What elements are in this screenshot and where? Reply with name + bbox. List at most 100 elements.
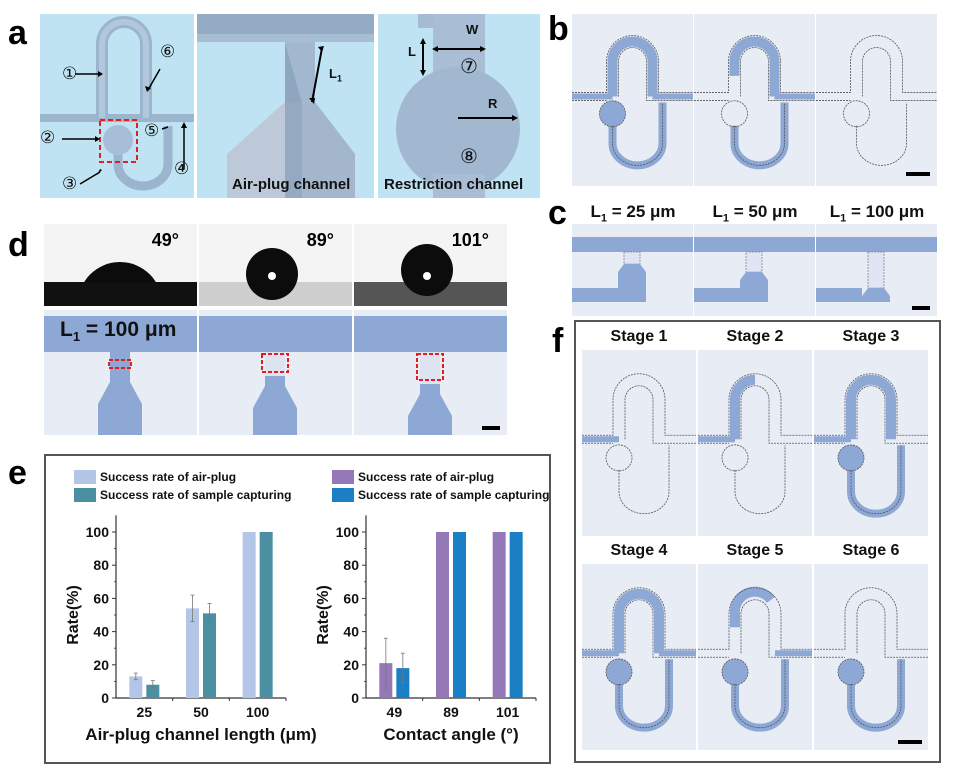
droplet-highlight	[268, 272, 276, 280]
y-axis-label: Rate(%)	[65, 585, 82, 645]
channel-outline	[618, 47, 693, 101]
channel-outline	[572, 35, 693, 93]
droplet-image-3: 101°	[354, 224, 507, 306]
bulb-outline	[721, 100, 748, 128]
air-plug-highlight	[416, 353, 444, 381]
chip-image-b-3	[816, 14, 937, 186]
x-tick-label: 25	[137, 704, 153, 720]
droplet-image-1: 49°	[44, 224, 197, 306]
label-3: ③	[62, 174, 78, 193]
channel-outline	[698, 587, 812, 650]
channel-outline	[740, 385, 812, 444]
lower-loop-outline	[612, 102, 663, 166]
channel-outline	[698, 373, 812, 436]
y-tick-label: 60	[93, 590, 109, 606]
bulb-fill	[606, 658, 632, 685]
liquid-fill	[614, 588, 664, 654]
channel-outline	[694, 35, 815, 93]
channel-image-2	[199, 310, 352, 435]
bar-air-plug-100	[242, 532, 256, 698]
channel-outline	[582, 373, 696, 436]
stage-title-1: Stage 1	[610, 328, 668, 345]
channel-outline	[624, 599, 696, 658]
channel-outline	[856, 385, 928, 444]
liquid-fill	[607, 36, 658, 97]
panel-label-c: c	[548, 194, 567, 232]
c-title-100: L1 = 100 μm	[829, 202, 925, 225]
x-tick-label: 49	[387, 704, 403, 720]
scale-bar	[482, 426, 500, 430]
bar-air-plug-50	[186, 608, 199, 698]
bulb-outline	[721, 658, 749, 686]
stage-title-5: Stage 5	[726, 542, 784, 559]
stage-image-1	[582, 350, 696, 536]
legend-swatch	[74, 488, 96, 502]
lower-loop-outline	[734, 659, 786, 729]
stage-image-6	[814, 564, 928, 750]
sample-chamber	[98, 372, 142, 435]
y-tick-label: 20	[93, 657, 109, 673]
panel-c-images	[572, 224, 938, 316]
y-tick-label: 40	[93, 624, 109, 640]
air-plug-channel-render: L1 Air-plug channel	[197, 14, 374, 198]
label-1: ①	[62, 64, 78, 83]
liquid-fill	[730, 374, 756, 440]
bulb-outline	[599, 100, 626, 128]
stage-title-4: Stage 4	[610, 542, 668, 559]
lower-loop-outline	[734, 445, 786, 515]
x-tick-label: 50	[193, 704, 209, 720]
bulb-outline	[837, 658, 865, 686]
contact-angle-channel-images	[44, 310, 507, 435]
air-plug-neck	[745, 251, 763, 273]
bulb-outline	[721, 444, 749, 472]
bulb-fill	[838, 444, 864, 471]
contact-angle-images: 49°89°101°	[44, 224, 507, 306]
scale-bar	[912, 306, 930, 310]
stage-title-3: Stage 3	[842, 328, 900, 345]
channel-outline	[740, 47, 815, 101]
x-tick-label: 89	[443, 704, 459, 720]
y-tick-label: 0	[351, 690, 359, 706]
main-channel	[44, 316, 197, 352]
label-5: ⑤	[144, 121, 160, 140]
label-4: ④	[174, 159, 190, 178]
bar-air-plug-101	[492, 532, 506, 698]
liquid-fill	[729, 586, 776, 628]
stage-image-4	[582, 564, 696, 750]
stage-title-6: Stage 6	[842, 542, 900, 559]
panel-label-d: d	[8, 226, 29, 264]
air-plug-neck	[867, 251, 885, 289]
bar-sample-50	[203, 613, 216, 698]
dim-l1-label: L1	[329, 66, 342, 84]
air-plug-neck	[623, 251, 641, 265]
lower-loop-outline	[856, 102, 907, 166]
panel-label-a: a	[8, 14, 27, 52]
y-tick-label: 80	[93, 557, 109, 573]
liquid-fill	[729, 36, 780, 97]
restriction-svg	[396, 14, 520, 198]
chip-overview-svg	[40, 16, 194, 191]
channel-outline	[856, 599, 928, 658]
y-tick-label: 100	[86, 524, 110, 540]
chip-3d-overview: ① ⑥ ② ③ ⑤ ④	[40, 14, 194, 198]
lower-loop-outline	[618, 445, 670, 515]
panel-label-e: e	[8, 454, 27, 492]
bar-air-plug-89	[436, 532, 449, 698]
sample-chamber	[408, 384, 452, 435]
x-axis-label: Air-plug channel length (μm)	[85, 725, 316, 744]
chip-background	[814, 564, 928, 750]
scale-bar	[906, 172, 930, 176]
bar-sample-101	[509, 532, 523, 698]
label-6: ⑥	[160, 42, 176, 61]
channel-outline	[814, 373, 928, 436]
y-tick-label: 40	[343, 624, 359, 640]
bulb-fill	[599, 100, 626, 127]
dim-r-label: R	[488, 96, 498, 111]
contact-angle-label: 101°	[452, 230, 489, 250]
channel-outline	[740, 599, 812, 658]
bulb-outline	[843, 100, 870, 128]
y-tick-label: 0	[101, 690, 109, 706]
